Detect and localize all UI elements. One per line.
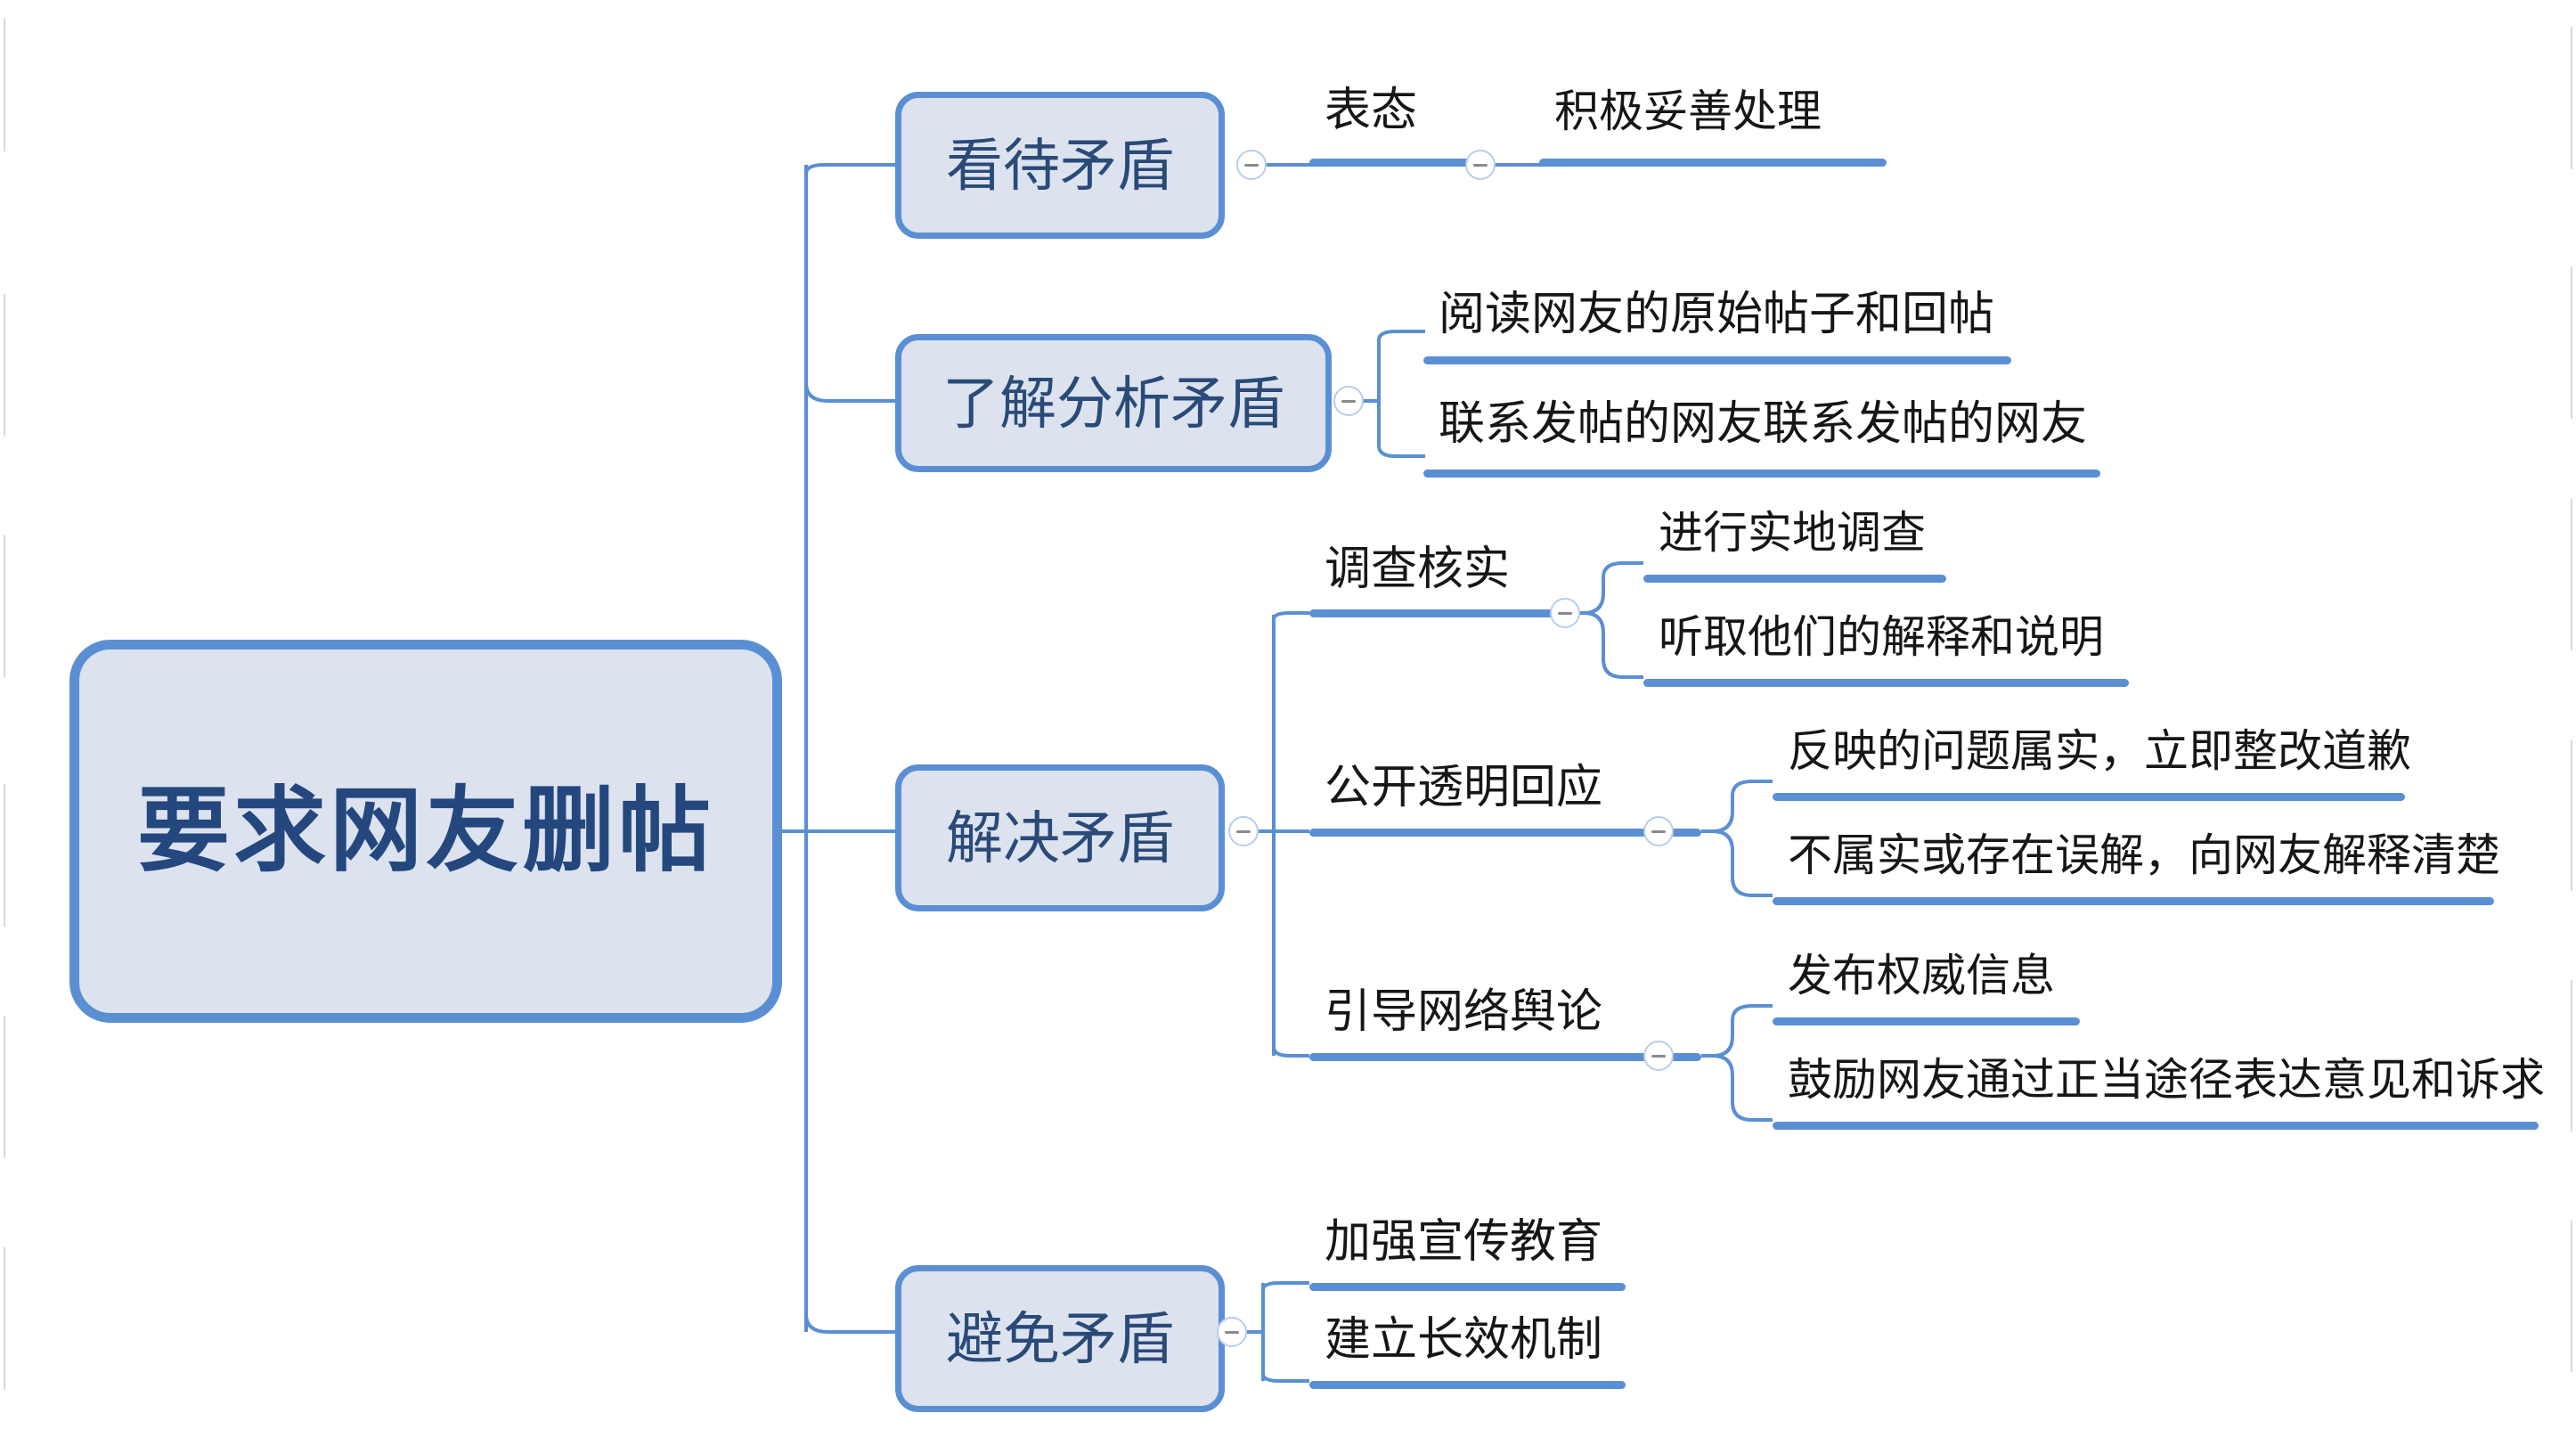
- page-guide-tick: [4, 535, 5, 677]
- page-guide-tick: [4, 18, 5, 151]
- page-guide-tick: [2571, 27, 2572, 169]
- topic-diaocha-heshi[interactable]: 调查核实: [1325, 543, 1511, 595]
- collapse-toggle-branch-1[interactable]: [1236, 150, 1267, 180]
- branch-node-bimian-maodun[interactable]: 避免矛盾: [895, 1265, 1225, 1412]
- connector-branch4-to-child2: [1261, 1373, 1309, 1383]
- branch-node-jiejue-maodun[interactable]: 解决矛盾: [895, 764, 1225, 911]
- underline-bar-diaocha-heshi: [1309, 609, 1572, 617]
- topic-jinxing-shidi-diaocha[interactable]: 进行实地调查: [1659, 508, 1926, 558]
- connector-to-branch-2: [804, 382, 895, 403]
- underline-bar-tingqu-jieshi-shuoming: [1643, 679, 2129, 687]
- page-guide-tick: [4, 1247, 5, 1390]
- connector-branch4-to-child1: [1261, 1281, 1309, 1291]
- collapse-toggle-biaotai[interactable]: [1465, 150, 1496, 180]
- connector-to-branch-1: [804, 163, 895, 183]
- branch-node-liaojie-fenxi-maodun[interactable]: 了解分析矛盾: [895, 334, 1332, 472]
- page-guide-tick: [2571, 1221, 2572, 1372]
- topic-fabu-quanwei-xinxi[interactable]: 发布权威信息: [1788, 951, 2055, 1001]
- topic-biaotai[interactable]: 表态: [1325, 85, 1418, 136]
- connector-branch2-to-child2: [1377, 401, 1425, 458]
- topic-jiji-tuoshan-chuli[interactable]: 积极妥善处理: [1554, 86, 1822, 136]
- topic-fanying-wenti-shushi[interactable]: 反映的问题属实，立即整改道歉: [1788, 726, 2411, 776]
- connector-child1-to-leaf2: [1583, 611, 1643, 679]
- page-guide-tick: [2571, 267, 2572, 419]
- connector-branch3-to-child3: [1272, 1046, 1309, 1058]
- topic-yuedu-yuanshi-tiezi[interactable]: 阅读网友的原始帖子和回帖: [1439, 289, 1995, 340]
- page-guide-tick: [2571, 980, 2572, 1131]
- underline-bar-gongkai-touming-huiying: [1309, 829, 1701, 837]
- topic-jianli-changxiao-jizhi[interactable]: 建立长效机制: [1325, 1314, 1603, 1366]
- branch-node-label: 了解分析矛盾: [942, 371, 1284, 436]
- root-node[interactable]: 要求网友删帖: [69, 640, 782, 1023]
- collapse-toggle-branch-3[interactable]: [1228, 816, 1259, 846]
- connector-child3-to-leaf1: [1701, 1004, 1773, 1058]
- page-guide-tick: [2571, 739, 2572, 891]
- underline-bar-jiji-tuoshan-chuli: [1539, 159, 1887, 167]
- underline-bar-yuedu-yuanshi-tiezi: [1423, 356, 2011, 364]
- topic-yindao-wangluo-yulun[interactable]: 引导网络舆论: [1325, 986, 1603, 1038]
- page-guide-tick: [2571, 499, 2572, 650]
- connector-branch2-to-child1: [1363, 330, 1425, 403]
- collapse-toggle-branch-2[interactable]: [1333, 386, 1364, 416]
- topic-bushushi-cunzai-wujie[interactable]: 不属实或存在误解，向网友解释清楚: [1788, 830, 2500, 880]
- branch-node-label: 看待矛盾: [946, 133, 1174, 198]
- underline-bar-guli-wangyou-zhengdang-tujing: [1773, 1122, 2539, 1130]
- underline-bar-yindao-wangluo-yulun: [1309, 1053, 1701, 1061]
- page-guide-tick: [4, 1016, 5, 1158]
- branch-node-label: 避免矛盾: [946, 1306, 1174, 1371]
- branch-node-kandai-maodun[interactable]: 看待矛盾: [895, 92, 1225, 239]
- page-guide-tick: [4, 294, 5, 437]
- connector-branch3-to-child1: [1272, 611, 1309, 624]
- topic-tingqu-jieshi-shuoming[interactable]: 听取他们的解释和说明: [1659, 612, 2104, 662]
- underline-bar-jiaqiang-xuanchuan-jiaoyu: [1309, 1283, 1626, 1291]
- underline-bar-jinxing-shidi-diaocha: [1643, 575, 1946, 583]
- underline-bar-biaotai: [1309, 159, 1470, 167]
- underline-bar-fanying-wenti-shushi: [1773, 793, 2405, 801]
- connector-child1-to-leaf1: [1572, 561, 1643, 615]
- connector-to-branch-4: [804, 1313, 895, 1334]
- collapse-toggle-yindao-wangluo-yulun[interactable]: [1643, 1041, 1674, 1071]
- underline-bar-fabu-quanwei-xinxi: [1773, 1017, 2080, 1025]
- collapse-toggle-diaocha-heshi[interactable]: [1550, 598, 1580, 628]
- underline-bar-lianxi-fatie-wangyou: [1423, 470, 2100, 478]
- collapse-toggle-gongkai-touming-huiying[interactable]: [1643, 816, 1674, 846]
- topic-lianxi-fatie-wangyou[interactable]: 联系发帖的网友联系发帖的网友: [1439, 398, 2088, 450]
- page-guide-tick: [4, 784, 5, 927]
- branch-node-label: 解决矛盾: [946, 805, 1174, 870]
- underline-bar-jianli-changxiao-jizhi: [1309, 1381, 1626, 1389]
- topic-guli-wangyou-zhengdang-tujing[interactable]: 鼓励网友通过正当途径表达意见和诉求: [1788, 1055, 2545, 1105]
- underline-bar-bushushi-cunzai-wujie: [1773, 897, 2494, 905]
- collapse-toggle-branch-4[interactable]: [1217, 1317, 1247, 1347]
- connector-child2-to-leaf1: [1701, 780, 1773, 833]
- topic-gongkai-touming-huiying[interactable]: 公开透明回应: [1325, 762, 1603, 813]
- topic-jiaqiang-xuanchuan-jiaoyu[interactable]: 加强宣传教育: [1325, 1216, 1603, 1268]
- connector-child3-to-leaf2: [1712, 1054, 1773, 1122]
- root-node-label: 要求网友删帖: [136, 780, 714, 883]
- connector-child2-to-leaf2: [1712, 829, 1773, 897]
